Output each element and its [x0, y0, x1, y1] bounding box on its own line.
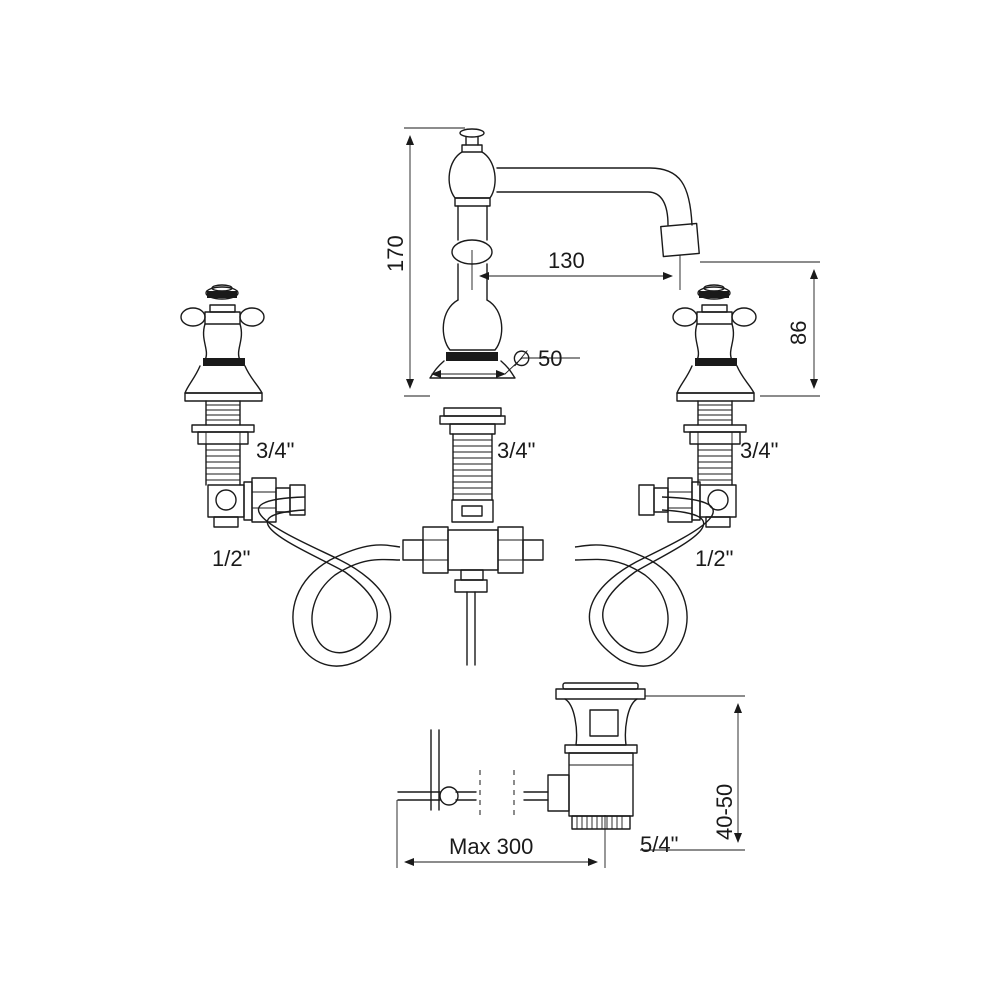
- right-valve-thread-label: 3/4": [740, 438, 778, 463]
- right-hose: [574, 496, 714, 667]
- right-outlet-thread-label: 1/2": [695, 546, 733, 571]
- left-hose: [258, 496, 401, 667]
- base-diameter-label: 50: [538, 346, 562, 371]
- diameter-symbol: ∅: [512, 346, 531, 371]
- center-thread-label: 3/4": [497, 438, 535, 463]
- handle-height-label: 86: [786, 321, 811, 345]
- lever-max-label: Max 300: [449, 834, 533, 859]
- right-valve: [638, 284, 757, 528]
- center-spout: [402, 128, 700, 666]
- spout-height-label: 170: [383, 235, 408, 272]
- left-valve-thread-label: 3/4": [256, 438, 294, 463]
- drain-thread-label: 5/4": [640, 832, 678, 857]
- left-outlet-thread-label: 1/2": [212, 546, 250, 571]
- drain-height-label: 40-50: [712, 784, 737, 840]
- dimension-lines: [396, 127, 820, 868]
- left-valve: [180, 284, 306, 528]
- drain-assembly: [397, 682, 646, 830]
- spout-reach-label: 130: [548, 248, 585, 273]
